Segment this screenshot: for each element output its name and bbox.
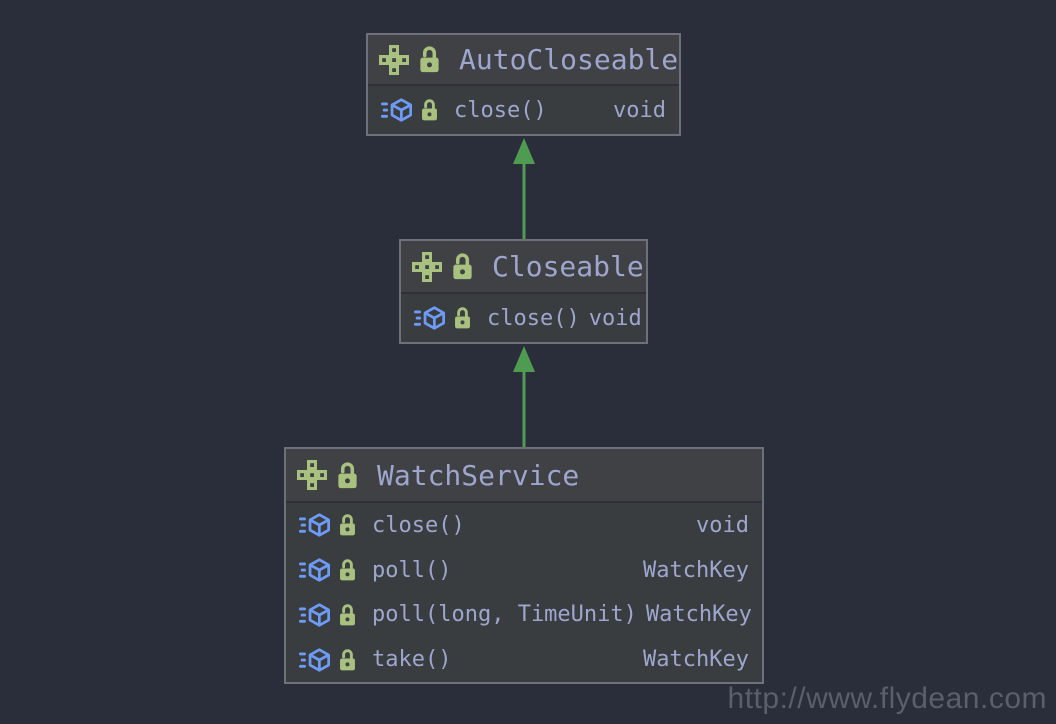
lock-icon (419, 46, 440, 73)
method-signature: close() (372, 512, 465, 538)
class-node-watchservice[interactable]: WatchService close() void poll() WatchKe… (284, 447, 764, 684)
node-body: close() void (401, 294, 646, 342)
method-row[interactable]: close() void (401, 294, 646, 342)
interface-icon (297, 460, 327, 490)
method-icon (299, 648, 330, 672)
interface-icon (412, 251, 442, 282)
method-row[interactable]: close() void (368, 86, 679, 134)
method-row[interactable]: poll() WatchKey (286, 548, 762, 593)
class-node-closeable[interactable]: Closeable close() void (399, 239, 648, 344)
method-return-type: WatchKey (645, 602, 752, 628)
node-header: AutoCloseable (368, 35, 679, 86)
lock-icon (339, 514, 356, 537)
lock-icon (337, 461, 358, 489)
lock-icon (339, 559, 356, 582)
method-return-type: WatchKey (643, 557, 749, 583)
interface-icon (379, 44, 409, 75)
method-return-type: WatchKey (643, 647, 749, 673)
method-signature: poll(long, TimeUnit) (372, 602, 637, 628)
node-header: WatchService (286, 449, 762, 503)
method-icon (414, 306, 445, 330)
method-icon (299, 603, 330, 627)
method-icon (299, 513, 330, 537)
lock-icon (454, 307, 471, 329)
method-row[interactable]: poll(long, TimeUnit) WatchKey (286, 593, 762, 638)
class-name: AutoCloseable (459, 43, 679, 76)
method-return-type: void (696, 512, 749, 538)
watermark: http://www.flydean.com (727, 682, 1047, 715)
method-signature: close() (454, 97, 547, 123)
node-body: close() void (368, 86, 679, 134)
method-row[interactable]: take() WatchKey (286, 637, 762, 682)
class-name: WatchService (377, 458, 580, 492)
inheritance-arrow (513, 346, 535, 447)
class-node-autocloseable[interactable]: AutoCloseable close() void (366, 33, 681, 136)
method-return-type: void (588, 305, 642, 331)
method-row[interactable]: close() void (286, 503, 762, 548)
lock-icon (452, 253, 473, 280)
method-signature: close() (487, 305, 580, 331)
method-icon (299, 558, 330, 582)
method-signature: poll() (372, 557, 452, 583)
lock-icon (339, 604, 356, 626)
method-signature: take() (372, 647, 452, 673)
node-header: Closeable (401, 241, 646, 294)
method-icon (381, 98, 412, 122)
class-name: Closeable (492, 250, 644, 283)
lock-icon (421, 99, 438, 121)
method-return-type: void (613, 97, 666, 123)
lock-icon (339, 648, 356, 671)
node-body: close() void poll() WatchKey poll(long, … (286, 503, 762, 682)
inheritance-arrow (513, 138, 535, 239)
